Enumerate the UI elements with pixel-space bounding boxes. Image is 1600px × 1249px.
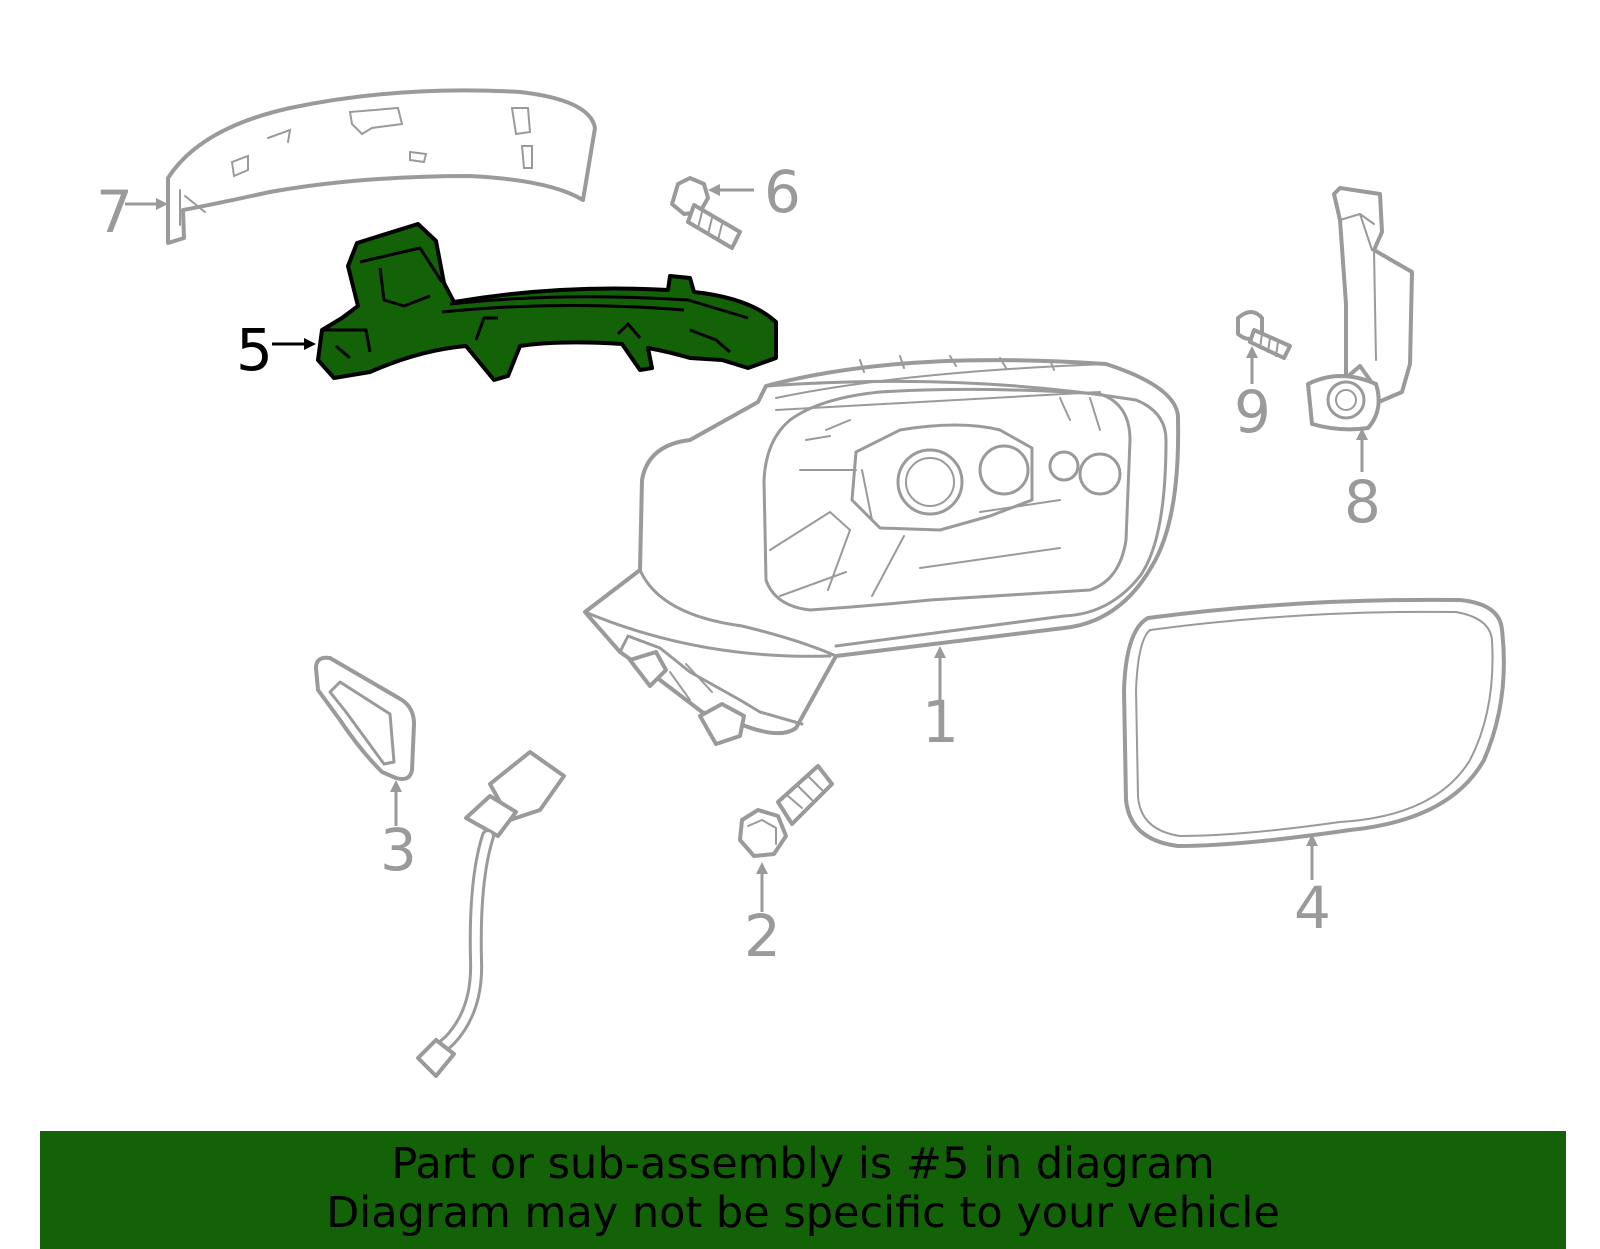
part-4-mirror-glass[interactable] [1122, 597, 1506, 848]
part-1-mirror-assembly[interactable] [583, 355, 1181, 746]
callout-8: 8 [1344, 468, 1381, 536]
wiring-harness [416, 686, 664, 1078]
callout-4: 4 [1294, 874, 1331, 942]
part-7-mirror-cover[interactable] [166, 88, 597, 245]
footer-line-2: Diagram may not be specific to your vehi… [326, 1188, 1280, 1238]
part-2-bolt[interactable] [738, 764, 834, 858]
callout-2: 2 [744, 902, 781, 970]
part-8-signal-bracket[interactable] [1306, 186, 1414, 432]
part-5-bracket-highlighted[interactable] [316, 222, 778, 382]
part-6-bolt[interactable] [670, 176, 742, 250]
callout-arrows [125, 184, 1368, 912]
callout-7: 7 [96, 178, 133, 246]
part-9-screw[interactable] [1236, 310, 1292, 360]
part-3-seal[interactable] [314, 655, 416, 781]
callout-9: 9 [1234, 378, 1271, 446]
footer-line-1: Part or sub-assembly is #5 in diagram [391, 1139, 1215, 1189]
callout-3: 3 [380, 816, 417, 884]
callout-5: 5 [236, 316, 273, 384]
callout-1: 1 [922, 688, 959, 756]
callout-6: 6 [764, 158, 801, 226]
footer-banner: Part or sub-assembly is #5 in diagram Di… [40, 1131, 1566, 1249]
